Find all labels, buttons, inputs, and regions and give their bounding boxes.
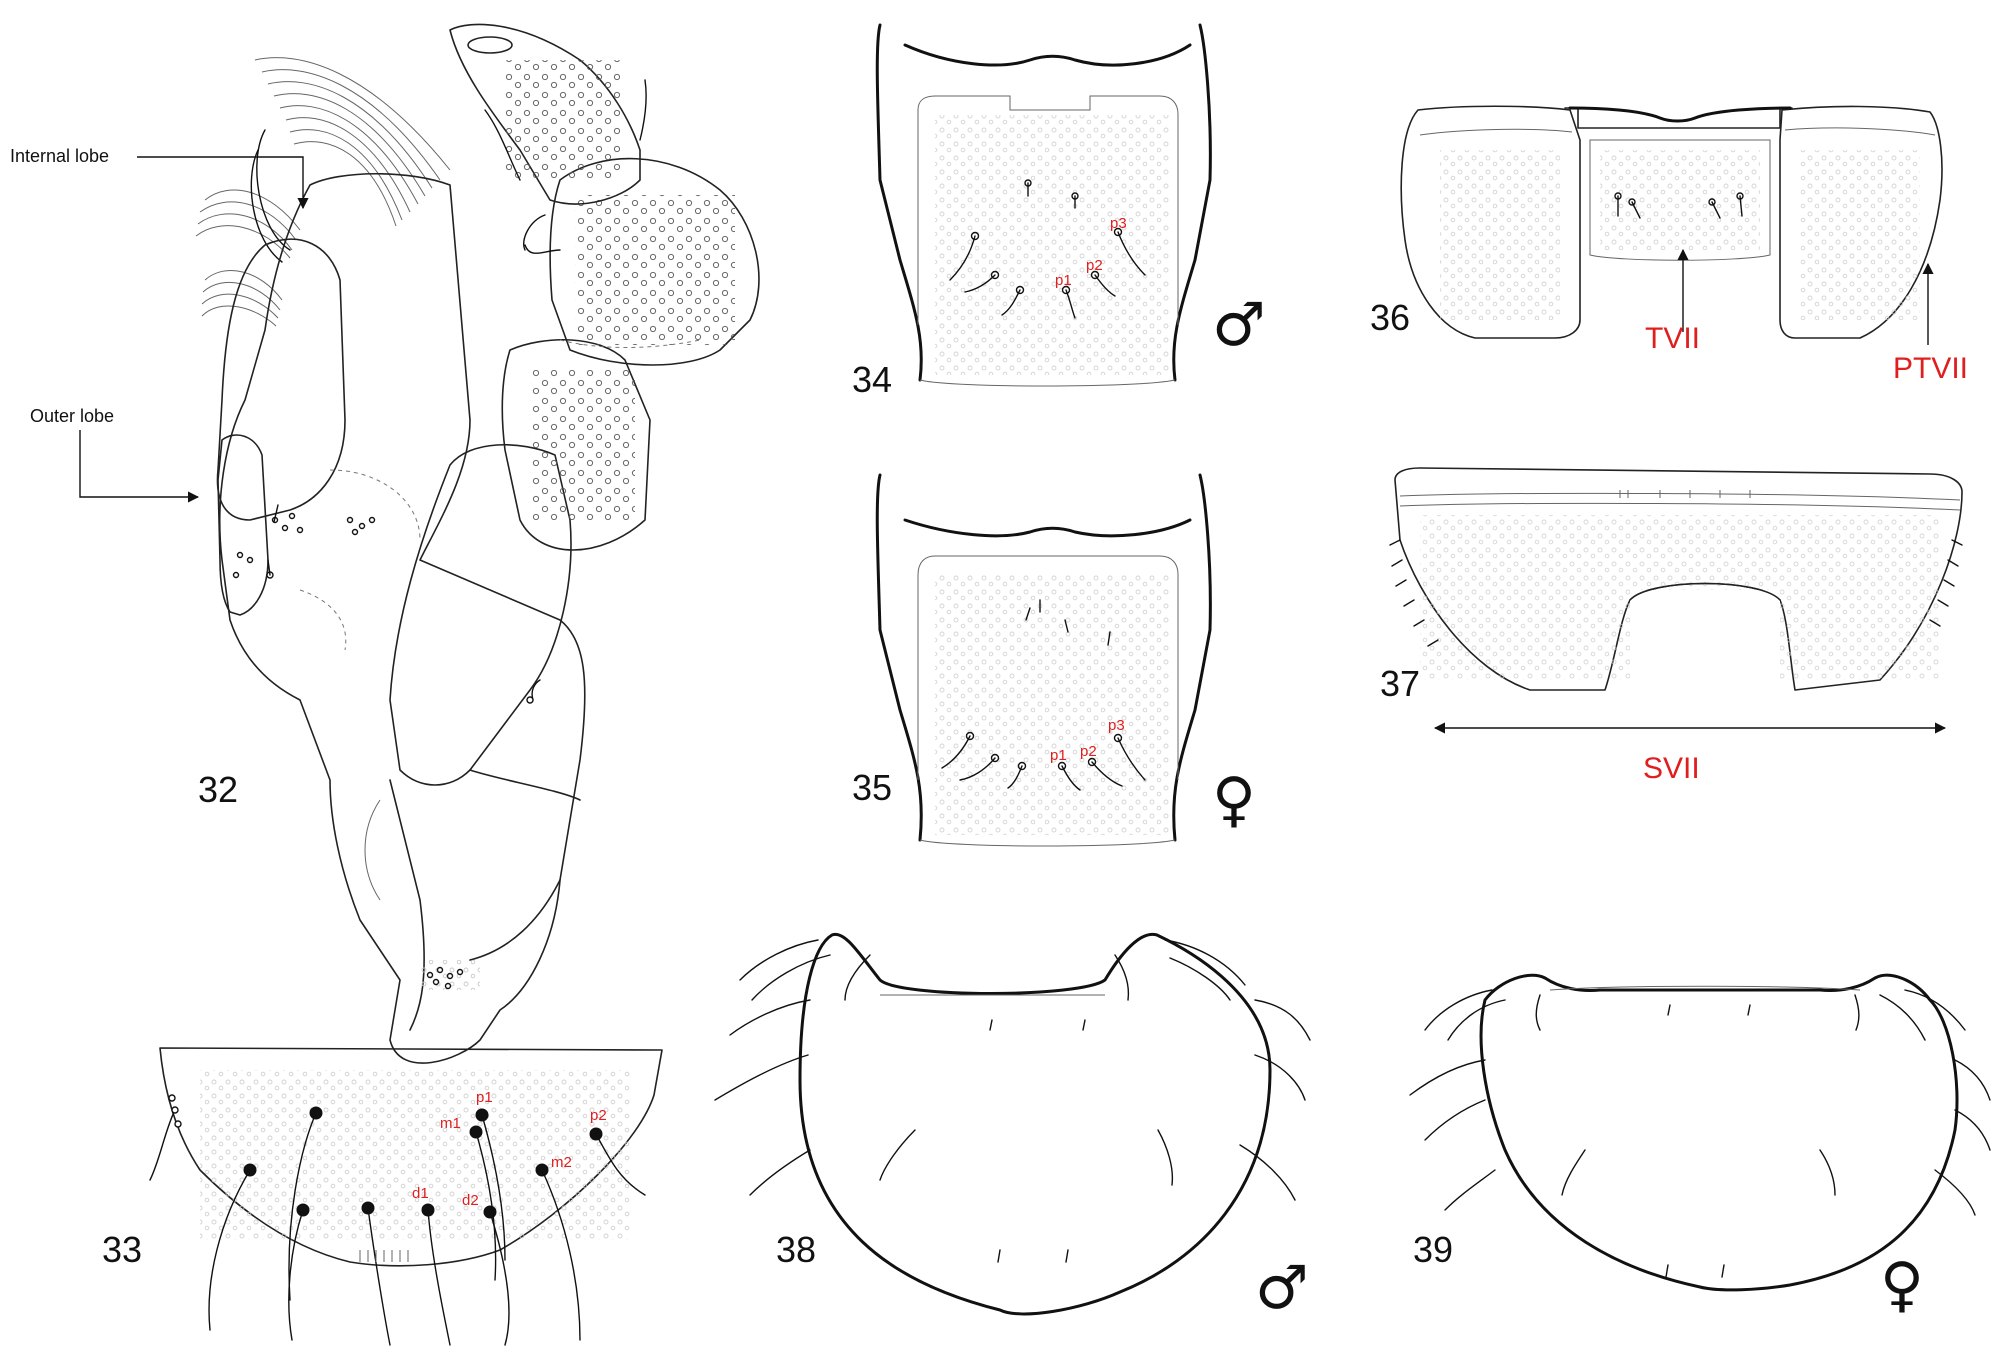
figure-32-number: 32 [198, 769, 238, 810]
fig35-label-p1: p1 [1050, 747, 1067, 764]
internal-lobe-label: Internal lobe [10, 146, 109, 166]
outer-lobe-label: Outer lobe [30, 406, 114, 426]
figure-33-labium: p1 p2 m1 m2 d1 d2 33 [102, 1047, 663, 1346]
fig35-label-p2: p2 [1080, 743, 1097, 760]
figure-35-tergite-female: p1 p2 p3 ♀ 35 [852, 473, 1256, 847]
label-PTVII: PTVII [1893, 352, 1968, 385]
fig32-maxillary-palp [389, 23, 760, 786]
fig32-galea-comb [254, 57, 451, 227]
label-p2: p2 [590, 1107, 607, 1124]
fig32-internal-lobe-callout: Internal lobe [10, 146, 309, 210]
fig33-setae [149, 1094, 646, 1346]
figure-37-sternite-VII: SVII 37 [1380, 467, 1963, 785]
fig35-setae [941, 599, 1146, 791]
label-SVII: SVII [1643, 752, 1700, 785]
figure-34-tergite-male: p1 p2 p3 ♂ 34 [852, 23, 1266, 400]
label-p1: p1 [476, 1089, 493, 1106]
label-m1: m1 [440, 1115, 461, 1132]
fig37-setae [1389, 490, 1963, 647]
fig34-male-symbol: ♂ [1212, 290, 1266, 360]
fig36-setae [1614, 192, 1744, 219]
figure-38-sternite-male: 38 ♂ [714, 932, 1311, 1323]
figure-35-number: 35 [852, 767, 892, 808]
fig34-setae [949, 179, 1146, 319]
fig35-female-symbol: ♀ [1212, 765, 1256, 835]
figure-34-number: 34 [852, 359, 892, 400]
fig32-outer-lobe-callout: Outer lobe [30, 406, 200, 503]
fig32-lacinia-comb [195, 189, 301, 327]
figure-38-number: 38 [776, 1229, 816, 1270]
figure-33-number: 33 [102, 1229, 142, 1270]
figure-37-number: 37 [1380, 663, 1420, 704]
figure-32-maxilla: Internal lobe Outer lobe 32 [10, 23, 760, 1064]
fig32-sensilla [232, 504, 376, 579]
fig35-label-p3: p3 [1108, 717, 1125, 734]
label-d1: d1 [412, 1185, 429, 1202]
figure-39-number: 39 [1413, 1229, 1453, 1270]
figure-39-sternite-female: 39 ♀ [1409, 973, 1991, 1320]
fig39-female-symbol: ♀ [1880, 1250, 1924, 1320]
fig38-male-symbol: ♂ [1255, 1253, 1309, 1323]
label-TVII: TVII [1645, 322, 1700, 355]
fig32-basal-sensilla [426, 966, 464, 990]
figure-36-tergite-VII: TVII PTVII 36 [1370, 105, 1968, 385]
fig34-label-p3: p3 [1110, 215, 1127, 232]
fig34-label-p1: p1 [1055, 272, 1072, 289]
fig34-label-p2: p2 [1086, 257, 1103, 274]
fig39-setae [1409, 989, 1991, 1278]
label-d2: d2 [462, 1192, 479, 1209]
label-m2: m2 [551, 1154, 572, 1171]
fig38-setae [714, 939, 1311, 1263]
figure-36-number: 36 [1370, 297, 1410, 338]
